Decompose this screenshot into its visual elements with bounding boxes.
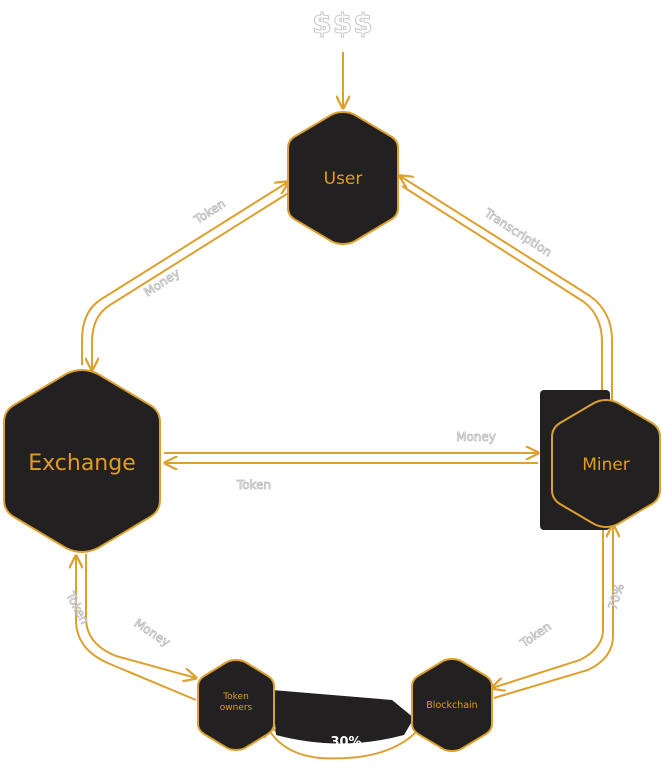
share-connector [272, 690, 414, 744]
token-owners-share-label: 30% [330, 735, 361, 750]
edge-label-token-exchange: Token [236, 478, 271, 492]
edge-exchange-to-token-owners [85, 554, 196, 678]
edge-label-money-miner: Money [456, 430, 496, 444]
exchange-node: Exchange [3, 368, 161, 554]
edge-user-to-exchange [92, 191, 291, 370]
edge-label-token-blockchain: Token [517, 619, 554, 651]
edge-miner-to-user [400, 176, 613, 400]
edge-token-owners-to-exchange [76, 556, 197, 701]
blockchain-node: Blockchain [411, 657, 493, 753]
money-source-label: $$$ [312, 7, 373, 40]
miner-node: Miner [551, 398, 661, 529]
token-owners-node: Token owners [197, 658, 275, 752]
user-node: User [287, 110, 399, 246]
blockchain-label: Blockchain [426, 700, 477, 711]
edge-blockchain-to-miner [493, 525, 613, 699]
token-owners-label-line1: Token [222, 692, 249, 702]
token-owners-label-line2: owners [220, 703, 253, 713]
miner-label: Miner [582, 455, 630, 475]
exchange-label: Exchange [28, 451, 136, 476]
edge-miner-to-blockchain [492, 525, 604, 688]
edge-blockchain-to-token-owners [266, 724, 421, 760]
edge-label-token-owners: Token [63, 589, 92, 627]
user-label: User [324, 169, 363, 189]
edge-miner-to-user-2 [401, 185, 603, 400]
edge-exchange-to-user [81, 182, 288, 365]
edge-label-money-owners: Money [132, 616, 173, 649]
miner-share-label: 70% [605, 582, 627, 612]
